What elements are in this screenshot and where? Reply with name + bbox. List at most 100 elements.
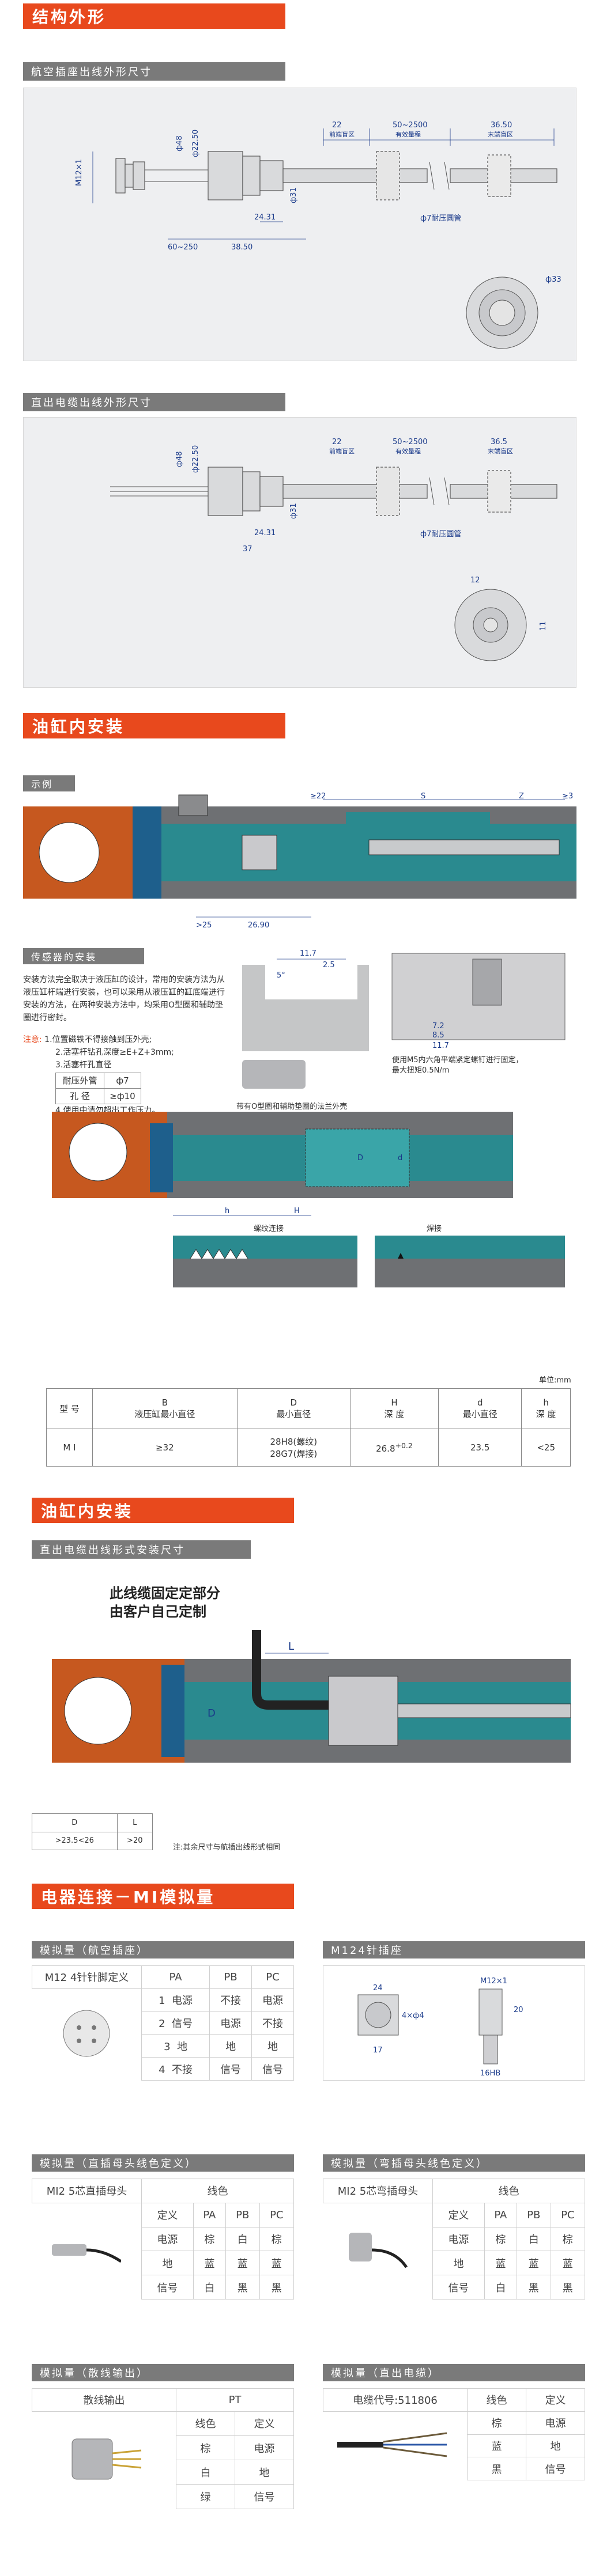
p2-dim-20: 20 — [514, 2006, 523, 2014]
p5-r4c0: 绿 — [176, 2484, 235, 2510]
p3-r1c0: 电源 — [141, 2226, 194, 2252]
ring-note: 带有O型圈和辅助垫圈的法兰外壳 — [236, 1103, 348, 1111]
spec-h-model: 型 号 — [46, 1388, 93, 1429]
p4-r2c0: 地 — [432, 2251, 485, 2276]
p3-r1c3: 棕 — [259, 2226, 295, 2252]
p1-c1: PA — [141, 1965, 210, 1989]
dim-72: 7.2 — [432, 1022, 444, 1031]
hole-r1c2: ф7 — [104, 1073, 141, 1089]
di-h2: L — [116, 1813, 153, 1832]
thread-detail — [173, 1236, 357, 1287]
unit-label: 单位:mm — [539, 1376, 571, 1385]
install-note-label: 注意: — [23, 1035, 42, 1044]
direct-dim-d48: ф48 — [175, 451, 184, 467]
dim-m12: M12×1 — [75, 159, 84, 186]
p4-r2c3: 蓝 — [550, 2251, 586, 2276]
subtitle-direct: 直出电缆出线外形尺寸 — [23, 393, 285, 411]
dim-117b: 11.7 — [432, 1041, 449, 1050]
p3-r2c3: 蓝 — [259, 2251, 295, 2276]
p5-title: 模拟量（散线输出） — [32, 2364, 294, 2381]
example-dim-22: ≥22 — [310, 792, 326, 801]
p4-c0: 定义 — [432, 2202, 485, 2228]
direct-dim-36-label: 末端盲区 — [488, 447, 513, 455]
install-detail-drawings: 11.7 2.5 5° 7.2 8.5 11.7 — [242, 948, 566, 1051]
direct-drawing-panel: 22 前端盲区 50~2500 有效量程 36.5 末端盲区 24.31 37 … — [23, 417, 576, 688]
p2-dim-16: 16HB — [480, 2069, 500, 2078]
p2-drawing: 24 M12×1 4×ф4 17 16HB 20 — [357, 1977, 523, 2078]
dim-50-2500: 50~2500 — [393, 121, 428, 130]
weld-label: 焊接 — [427, 1225, 442, 1233]
dim-2431: 24.31 — [254, 213, 276, 222]
set-screw-note: 使用M5内六角平端紧定螺钉进行固定， 最大扭矩0.5N/m — [392, 1055, 576, 1076]
sensor-photo — [242, 1060, 306, 1089]
p3-connector-photo — [32, 2203, 142, 2299]
example-dim-2690: 26.90 — [248, 921, 269, 930]
direct-dim-12: 12 — [470, 576, 480, 585]
dim-25: 2.5 — [323, 961, 335, 969]
p6-title: 模拟量（直出电缆） — [323, 2364, 585, 2381]
p5-sensor-photo — [32, 2411, 176, 2509]
p4-r1c1: 棕 — [484, 2226, 517, 2252]
callout-text: 此线缆固定定部分 由客户自己定制 — [110, 1585, 220, 1620]
p4-r1c2: 白 — [516, 2226, 551, 2252]
flange-dim-d: d — [398, 1154, 402, 1162]
subtitle-direct-install: 直出电缆出线形式安装尺寸 — [32, 1540, 251, 1559]
direct-install-drawing: L D — [52, 1630, 571, 1763]
p6-h2: 线色 — [467, 2388, 526, 2412]
aviation-end-view — [466, 276, 538, 349]
hole-r2c1: 孔 径 — [55, 1088, 104, 1104]
dim-38: 38.50 — [231, 243, 252, 252]
p1-r1c3: 电源 — [251, 1988, 294, 2012]
p5-r3c0: 白 — [176, 2460, 235, 2485]
p4-r2c1: 蓝 — [484, 2251, 517, 2276]
p1-c0: M12 4针针脚定义 — [32, 1965, 142, 1989]
install-note-3: 3.活塞杆孔直径 — [55, 1060, 112, 1070]
p6-table: 电缆代号:511806 线色 定义 棕 电源 蓝 地 黑 信号 — [323, 2388, 585, 2480]
p3-c0: 定义 — [141, 2202, 194, 2228]
spec-v-model: M I — [46, 1429, 93, 1467]
p3-h1: MI2 5芯直插母头 — [32, 2179, 142, 2203]
p3-r3c3: 黑 — [259, 2275, 295, 2300]
section-title-electrical: 电器连接－MI模拟量 — [32, 1884, 294, 1909]
subtitle-aviation: 航空插座出线外形尺寸 — [23, 62, 285, 81]
p3-r3c2: 黑 — [225, 2275, 260, 2300]
p2-dim-m12: M12×1 — [480, 1977, 507, 1986]
direct-dim-2431: 24.31 — [254, 529, 276, 537]
dim-117: 11.7 — [300, 949, 316, 958]
aviation-drawing-panel: 22 前端盲区 50~2500 有效量程 36.50 末端盲区 24.31 60… — [23, 88, 576, 361]
dim-5deg: 5° — [277, 971, 285, 980]
hole-r2c2: ≥ф10 — [104, 1088, 141, 1104]
p1-r4: 4 不接 — [141, 2057, 210, 2081]
p1-connector-photo — [32, 1988, 142, 2080]
direct-drawing: 22 前端盲区 50~2500 有效量程 36.5 末端盲区 24.31 37 … — [110, 438, 557, 661]
dim-22-label: 前端盲区 — [329, 130, 355, 138]
direct-dim-37: 37 — [243, 545, 252, 554]
direct-dim-36: 36.5 — [491, 438, 507, 446]
p1-r4c2: 信号 — [209, 2057, 252, 2081]
p4-r2c2: 蓝 — [516, 2251, 551, 2276]
p1-r2: 2 信号 — [141, 2011, 210, 2035]
p5-h1: 散线输出 — [32, 2388, 176, 2412]
p6-r3c0: 黑 — [467, 2457, 526, 2480]
p3-r1c1: 棕 — [193, 2226, 226, 2252]
direct-dim-d2250: ф22.50 — [191, 445, 200, 473]
p1-r1: 1 电源 — [141, 1988, 210, 2012]
p6-r2c0: 蓝 — [467, 2434, 526, 2458]
direct-dim-d7: ф7耐压圆管 — [420, 530, 461, 539]
p6-r1c1: 电源 — [526, 2411, 585, 2435]
p3-r2c1: 蓝 — [193, 2251, 226, 2276]
dim-d7: ф7耐压圆管 — [420, 214, 461, 223]
p5-r1c1: 定义 — [235, 2411, 294, 2436]
spec-v-h: 26.8+0.2 — [349, 1429, 439, 1467]
flange-dim-h: h — [225, 1207, 229, 1215]
p1-c2: PB — [209, 1965, 252, 1989]
spec-v-hh: <25 — [521, 1429, 571, 1467]
install-note-1: 1.位置磁铁不得接触到压外壳; — [44, 1035, 152, 1044]
p3-table: MI2 5芯直插母头 线色 定义 PA PB PC 电源 棕 白 棕 地 蓝 蓝… — [32, 2179, 295, 2300]
p2-drawing-panel: 24 M12×1 4×ф4 17 16HB 20 — [323, 1965, 585, 2081]
section-title-cylinder-2: 油缸内安装 — [32, 1498, 294, 1523]
